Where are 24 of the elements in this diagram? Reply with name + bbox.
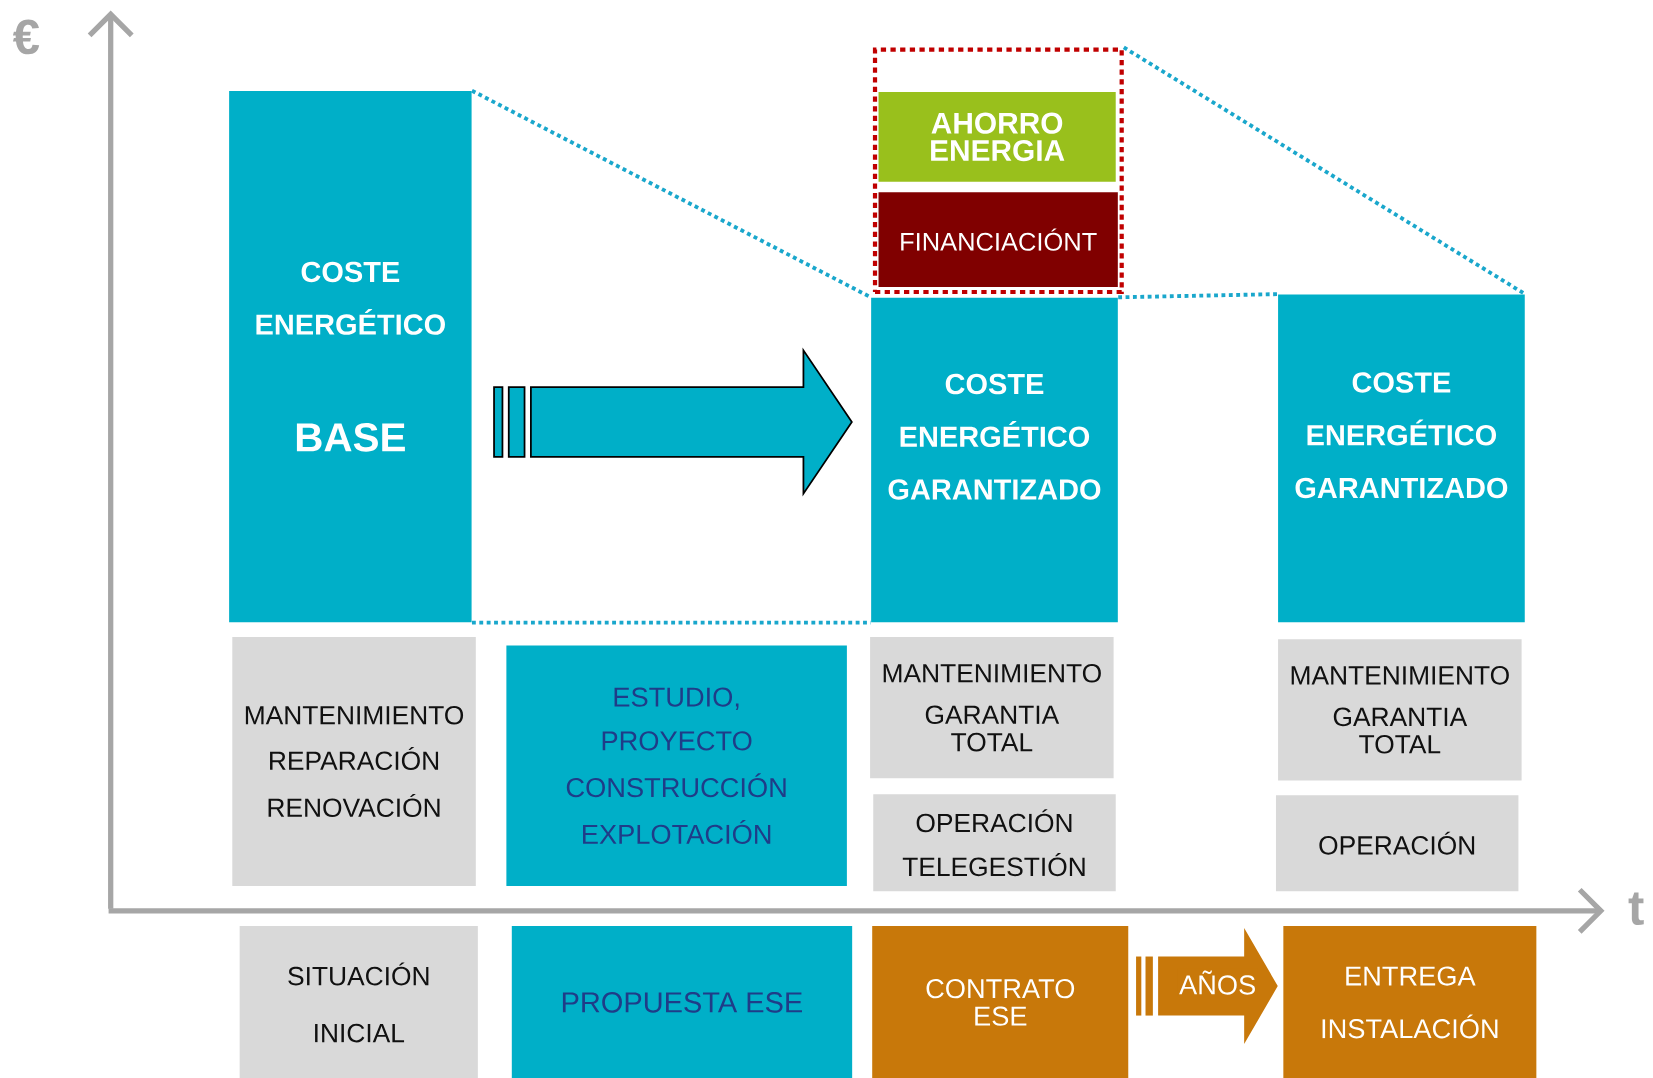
block-arrow	[493, 347, 853, 497]
service-box: ESTUDIO, PROYECTO CONSTRUCCIÓN EXPLOTACIÓN	[506, 645, 847, 886]
stage-box: ENTREGA INSTALACIÓN	[1283, 925, 1537, 1078]
projection-line	[471, 620, 871, 625]
savings-box: AHORRO ENERGIA	[878, 91, 1116, 182]
service-box: OPERACIÓN TELEGESTIÓN	[873, 793, 1116, 891]
cost-bar: COSTE ENERGÉTICO GARANTIZADO	[871, 297, 1118, 623]
cost-bar: COSTE ENERGÉTICO GARANTIZADO	[1278, 294, 1525, 623]
axis-label: t	[1628, 892, 1644, 925]
stage-box: CONTRATO ESE	[872, 925, 1129, 1078]
edge-label: AÑOS	[1177, 968, 1258, 997]
service-box: MANTENIMIENTO GARANTIA TOTAL	[870, 636, 1114, 779]
dotted-frame	[872, 47, 1124, 294]
projection-line	[1122, 45, 1527, 296]
cost-bar: COSTE ENERGÉTICO BASE	[229, 90, 472, 623]
financing-box: FINANCIACIÓNT	[878, 192, 1118, 287]
stage-box: SITUACIÓN INICIAL	[239, 925, 478, 1078]
stage-box: PROPUESTA ESE	[511, 925, 853, 1078]
service-box: MANTENIMIENTO GARANTIA TOTAL	[1278, 639, 1522, 781]
projection-line	[1118, 291, 1278, 299]
axis-label: €	[12, 19, 40, 55]
service-box: OPERACIÓN	[1275, 795, 1519, 891]
service-box: MANTENIMIENTO REPARACIÓN RENOVACIÓN	[232, 636, 476, 886]
projection-line	[471, 88, 872, 299]
